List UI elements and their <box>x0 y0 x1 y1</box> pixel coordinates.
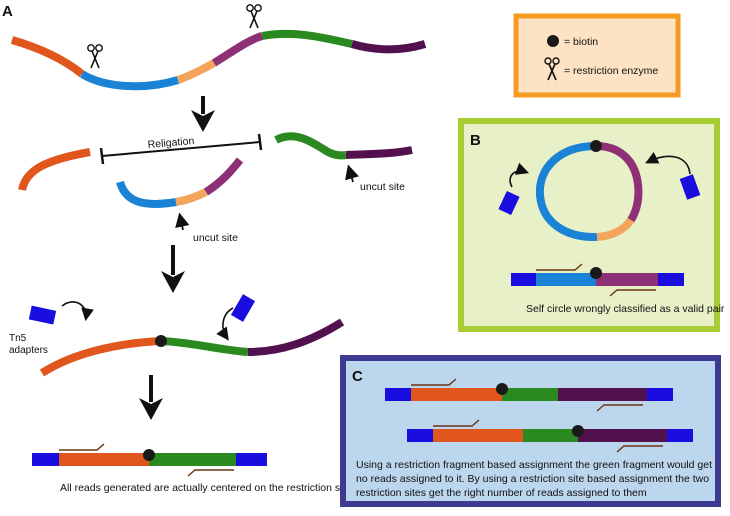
adapter-block <box>647 388 673 401</box>
green-block <box>523 429 578 442</box>
strand-darkpurple-segment <box>350 40 427 54</box>
scissors-icon <box>544 57 560 81</box>
uncut-arrow-2 <box>345 164 359 183</box>
tn5-adapter-left <box>28 305 57 325</box>
panel-b-frame <box>458 118 720 332</box>
adapter-block <box>658 273 684 286</box>
orange-block <box>59 453 149 466</box>
green-block <box>502 388 558 401</box>
biotin-dot-icon <box>155 335 167 347</box>
tn5-arrow-left <box>61 301 94 322</box>
purple-block <box>596 273 658 286</box>
tn5-label-line1: Tn5 <box>9 333 27 344</box>
reverse-read <box>596 404 643 412</box>
biotin-dot-icon <box>496 383 508 395</box>
step-arrow-1 <box>191 96 215 132</box>
fragment-orange <box>18 148 91 192</box>
step-arrow-2 <box>161 245 185 293</box>
darkpurple-block <box>578 429 667 442</box>
biotin-dot-icon <box>547 35 559 47</box>
panel-b-label: B <box>470 132 481 149</box>
biotin-dot-icon <box>572 425 584 437</box>
tn5-adapter-right <box>679 174 701 200</box>
legend-enzyme-label: = restriction enzyme <box>564 65 658 77</box>
fragment-tan-segment <box>175 188 208 206</box>
darkpurple-block <box>558 388 647 401</box>
strand-tan-segment <box>176 59 216 84</box>
fragment-green-segment <box>274 132 347 160</box>
adapter-arrow-right <box>645 151 691 175</box>
religation-bar <box>99 133 263 165</box>
uncut-site-label-2: uncut site <box>360 181 405 193</box>
uncut-site-label-1: uncut site <box>193 232 238 244</box>
tn5-adapter-right <box>230 294 256 322</box>
panel-c-label: C <box>352 368 363 385</box>
fragment-purple-segment <box>203 157 244 196</box>
fragment-green-darkpurple <box>274 132 413 160</box>
forward-read <box>411 378 457 386</box>
biotin-dot-icon <box>590 267 602 279</box>
fragment-darkpurple-segment <box>345 146 413 159</box>
panel-a-label: A <box>2 3 13 20</box>
adapter-block <box>667 429 693 442</box>
reverse-read <box>616 445 663 453</box>
read-pair-a <box>32 443 267 477</box>
green-block <box>149 453 236 466</box>
adapter-block <box>236 453 267 466</box>
circle-purple-segment <box>595 142 643 223</box>
strand-purple-segment <box>211 32 264 67</box>
religated-strand <box>39 318 345 377</box>
religated-green-segment <box>160 337 249 356</box>
uncut-arrow-1 <box>175 212 190 231</box>
religated-darkpurple-segment <box>247 318 345 356</box>
panel-c-caption-line3: restriction sites get the right number o… <box>356 487 647 499</box>
reverse-read <box>609 289 656 297</box>
biotin-dot-icon <box>590 140 602 152</box>
religation-label: Religation <box>147 135 195 151</box>
fragment-blue-tan-purple <box>116 157 244 208</box>
scissors-icon <box>246 4 262 29</box>
adapter-block <box>385 388 411 401</box>
strand-blue-segment <box>79 70 180 91</box>
tn5-adapter-left <box>498 190 520 216</box>
panel-c-caption-line2: no reads assigned to it. By using a rest… <box>356 473 709 485</box>
strand-orange-segment <box>10 36 85 78</box>
orange-block <box>433 429 523 442</box>
religated-orange-segment <box>39 337 162 377</box>
fragment-blue-segment <box>116 180 177 208</box>
step-arrow-3 <box>139 375 163 420</box>
forward-read <box>59 443 105 451</box>
strand-green-segment <box>261 29 353 48</box>
forward-read <box>536 263 583 271</box>
tn5-arrow-right <box>216 307 234 341</box>
panel-c-caption-line1: Using a restriction fragment based assig… <box>356 459 712 471</box>
self-circle <box>535 142 643 242</box>
legend-frame <box>513 13 681 98</box>
adapter-block <box>32 453 59 466</box>
fragment-orange-segment <box>18 148 91 192</box>
legend-biotin-label: = biotin <box>564 36 598 48</box>
panel-b: B Self circle wrongly classified as a va… <box>458 118 725 332</box>
scissors-icon <box>87 44 103 69</box>
panel-b-caption: Self circle wrongly classified as a vali… <box>526 303 725 315</box>
adapter-arrow-left <box>509 162 530 188</box>
reverse-read <box>187 469 234 477</box>
circle-tan-segment <box>596 217 635 241</box>
biotin-dot-icon <box>143 449 155 461</box>
orange-block <box>411 388 502 401</box>
blue-block <box>536 273 596 286</box>
tn5-label-line2: adapters <box>9 345 48 356</box>
adapter-block <box>511 273 536 286</box>
strand-full <box>10 29 427 91</box>
adapter-block <box>407 429 433 442</box>
circle-blue-segment <box>535 142 598 242</box>
legend-box: = biotin = restriction enzyme <box>513 13 681 98</box>
panel-c: C Using a restriction fragment based ass… <box>340 355 721 507</box>
panel-a-caption: All reads generated are actually centere… <box>60 482 354 494</box>
forward-read <box>433 419 480 427</box>
